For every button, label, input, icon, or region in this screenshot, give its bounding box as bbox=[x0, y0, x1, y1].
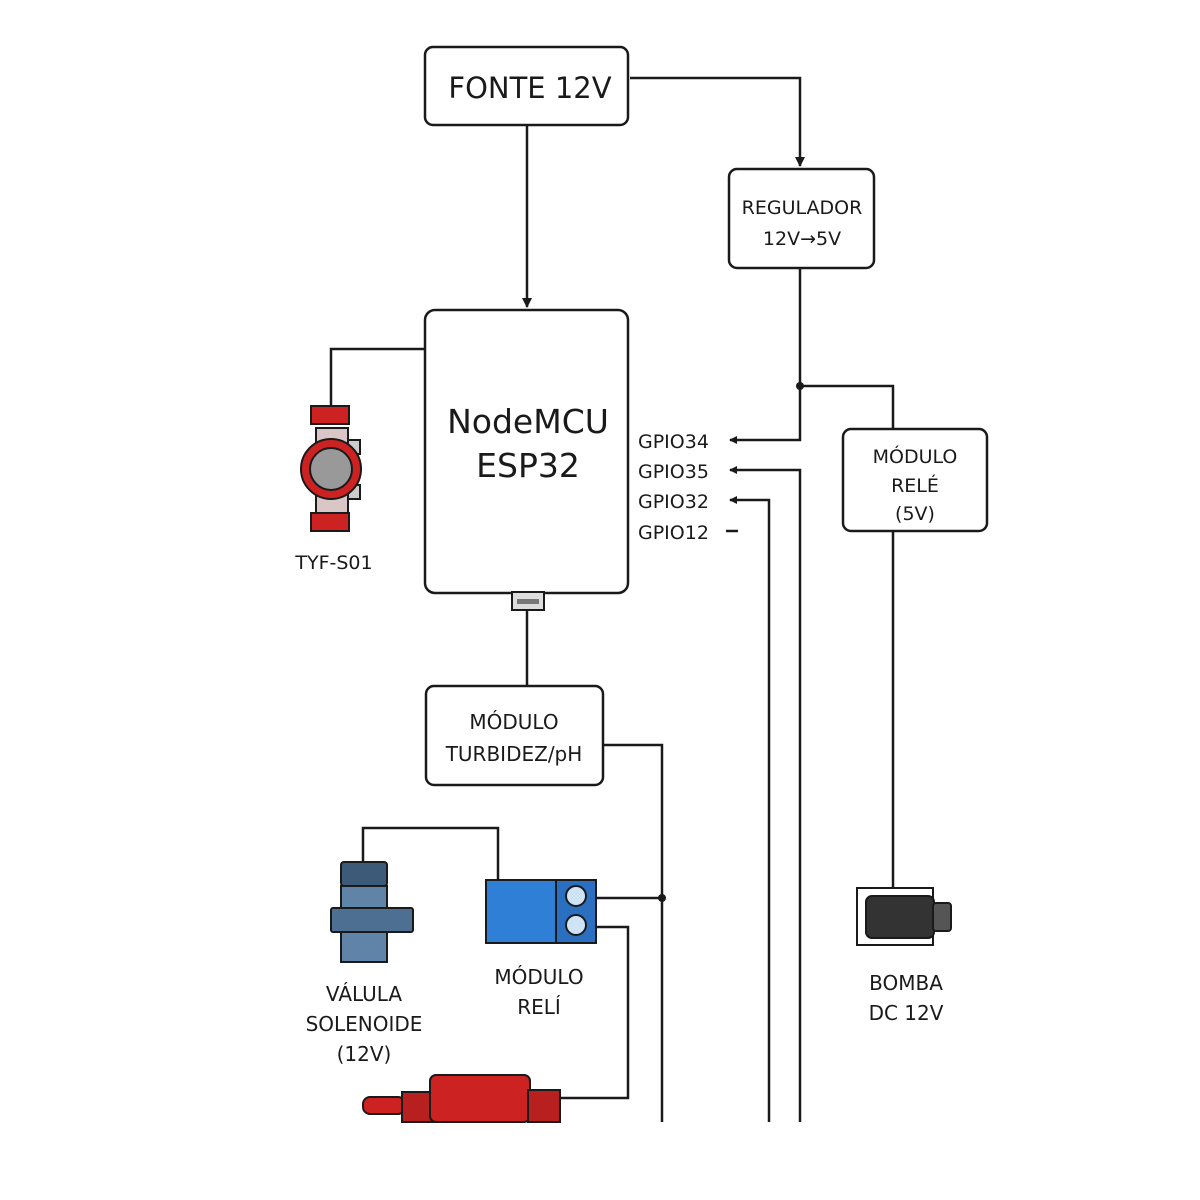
valve-pipe bbox=[330, 907, 414, 933]
valve-body-lower bbox=[340, 931, 388, 963]
valve-line2: SOLENOIDE bbox=[306, 1012, 423, 1036]
mcu-line2: ESP32 bbox=[476, 446, 580, 485]
valve-head bbox=[340, 861, 388, 887]
relay-terminal-screw-bottom bbox=[565, 914, 587, 936]
gpio12-label: GPIO12 bbox=[638, 522, 709, 544]
gpio-labels: GPIO34 GPIO35 GPIO32 GPIO12 bbox=[638, 431, 709, 544]
inline-sensor-block bbox=[362, 1074, 561, 1123]
mcu-block: NodeMCU ESP32 bbox=[423, 308, 630, 611]
turbidity-line1: MÓDULO bbox=[469, 710, 558, 734]
wire-to-gpio35 bbox=[729, 466, 802, 1122]
pump-block: BOMBA DC 12V bbox=[856, 887, 952, 1025]
regulator-block: REGULADOR 12V→5V bbox=[727, 167, 876, 270]
relay-5v-line2: RELÉ bbox=[891, 474, 939, 497]
valve-coil-upper bbox=[340, 885, 388, 909]
gpio34-label: GPIO34 bbox=[638, 431, 709, 453]
relay-module-block: MÓDULO RELÍ bbox=[485, 879, 597, 1019]
turbidity-box bbox=[424, 684, 605, 787]
valve-line3: (12V) bbox=[337, 1042, 392, 1066]
inline-sensor-thread-right bbox=[527, 1089, 561, 1123]
power-supply-block: FONTE 12V bbox=[423, 45, 630, 127]
relay-5v-line3: (5V) bbox=[895, 503, 935, 525]
flow-sensor-bottom-cap bbox=[310, 512, 350, 532]
flow-sensor-block: TYF-S01 bbox=[294, 405, 373, 574]
mcu-line1: NodeMCU bbox=[447, 402, 609, 441]
pump-motor bbox=[865, 895, 935, 939]
relay-5v-line1: MÓDULO bbox=[873, 444, 958, 468]
usb-port-slot bbox=[517, 599, 539, 604]
relay-module-line1: MÓDULO bbox=[494, 965, 583, 989]
pump-line2: DC 12V bbox=[869, 1001, 944, 1025]
flow-sensor-label: TYF-S01 bbox=[294, 552, 372, 574]
power-supply-box bbox=[423, 45, 630, 127]
relay-5v-block: MÓDULO RELÉ (5V) bbox=[841, 427, 989, 533]
gpio35-label: GPIO35 bbox=[638, 461, 709, 483]
turbidity-line2: TURBIDEZ/pH bbox=[445, 742, 583, 766]
wire-to-relay-5v bbox=[800, 384, 895, 428]
valve-line1: VÁLULA bbox=[326, 982, 402, 1006]
inline-sensor-inlet bbox=[362, 1096, 406, 1115]
gpio32-label: GPIO32 bbox=[638, 491, 709, 513]
wire-power-to-regulator bbox=[630, 76, 805, 167]
flow-sensor-core bbox=[309, 447, 353, 491]
wire-to-gpio34 bbox=[729, 386, 802, 444]
regulator-line1: REGULADOR bbox=[742, 197, 863, 219]
wire-to-gpio32 bbox=[729, 496, 771, 1122]
flow-sensor-top-cap bbox=[310, 405, 350, 425]
regulator-line2: 12V→5V bbox=[763, 228, 841, 250]
wires bbox=[329, 76, 895, 1122]
regulator-box bbox=[727, 167, 876, 270]
power-supply-label: FONTE 12V bbox=[448, 71, 611, 105]
relay-5v-box bbox=[841, 427, 989, 533]
solenoid-valve-block: VÁLULA SOLENOIDE (12V) bbox=[306, 861, 423, 1066]
wire-turbidity-bus bbox=[603, 743, 664, 1122]
turbidity-block: MÓDULO TURBIDEZ/pH bbox=[424, 684, 605, 787]
inline-sensor-body bbox=[429, 1074, 531, 1123]
wire-relay-terminal-bottom bbox=[560, 925, 630, 1100]
pump-line1: BOMBA bbox=[869, 971, 943, 995]
wire-flow-sensor bbox=[329, 347, 425, 406]
pump-outlet bbox=[932, 902, 952, 932]
relay-module-line2: RELÍ bbox=[517, 995, 561, 1019]
wire-valve-to-relay bbox=[361, 826, 500, 880]
relay-terminal-screw-top bbox=[565, 885, 587, 907]
